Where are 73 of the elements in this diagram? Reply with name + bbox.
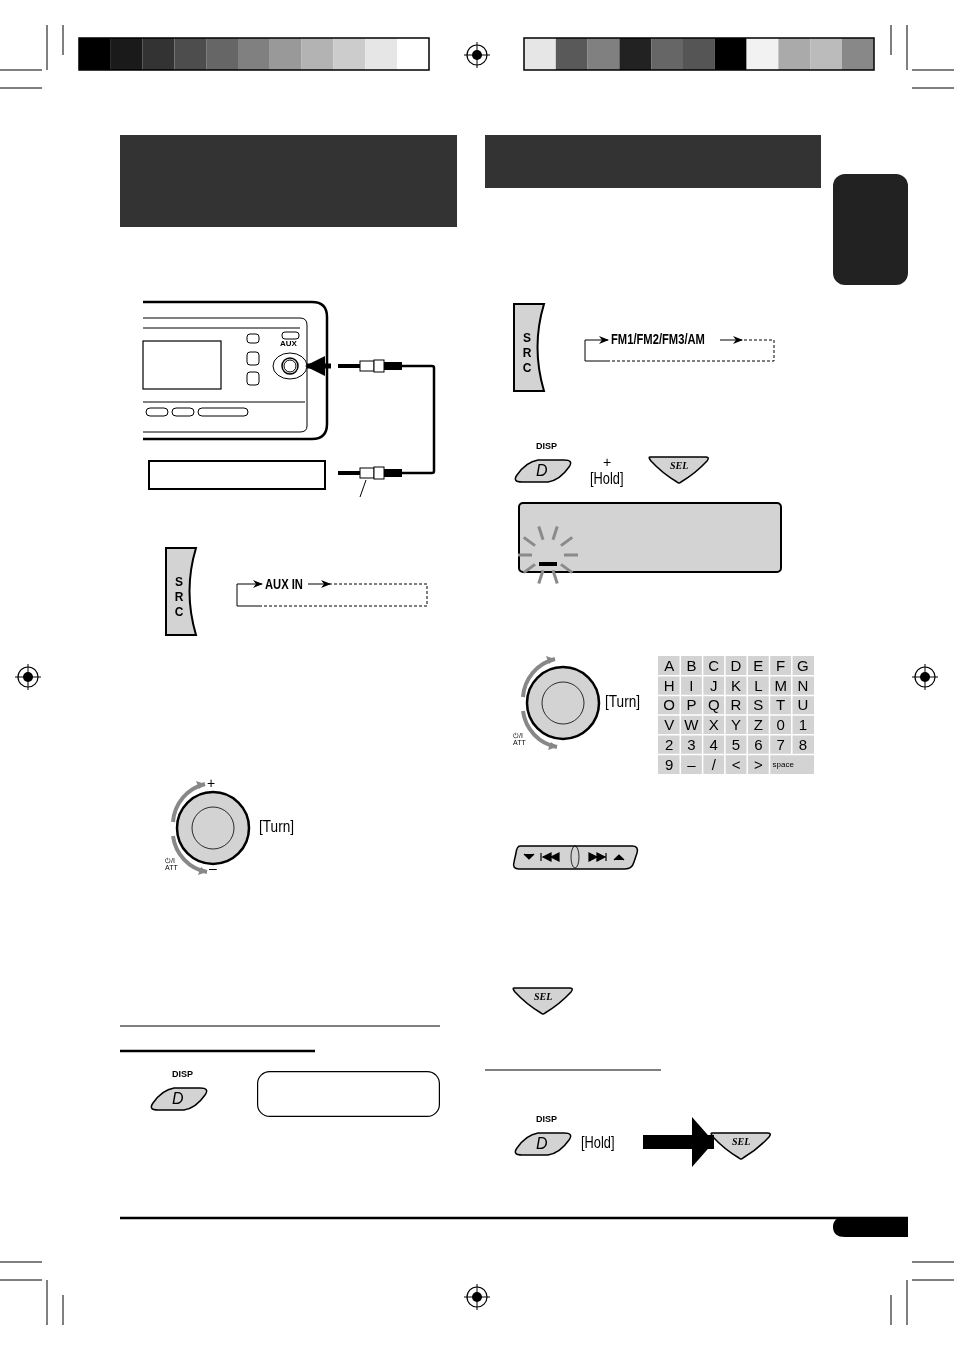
hold-label: [Hold] [581,1135,615,1151]
table-cell-text: P [685,696,698,715]
table-cell-text: / [710,755,717,774]
button-label: SEL [732,1137,751,1147]
table-cell-text: R [729,696,743,715]
table-cell-text: 5 [730,735,742,754]
table-cell-text: Q [706,696,721,715]
button-label: SEL [534,992,553,1002]
table-cell-text: M [773,676,788,695]
table-cell-text: < [730,755,742,774]
table-cell-text: S [752,696,765,715]
table-cell-text: F [775,657,787,675]
table-cell-text: W [683,716,700,735]
table-cell-text: J [709,676,719,695]
table-cell-text: H [662,676,676,695]
display-button [148,1070,208,1112]
table-cell-text: space [771,758,795,771]
empty-box [148,460,326,490]
table-cell-text: E [752,657,765,675]
plus-sign: + [207,776,216,790]
table-cell-text: 8 [797,735,809,754]
button-label: S R C [522,331,532,376]
table-cell-text: 1 [797,716,809,735]
button-label: S R C [174,575,184,620]
button-caption: DISP [536,442,557,451]
table-cell-text: T [775,696,787,715]
table-cell-text: Z [752,716,764,735]
table-cell-text: K [730,676,743,695]
table-cell-text: 0 [775,716,786,735]
turn-label: [Turn] [259,818,294,835]
table-cell-text: > [752,755,764,774]
table-cell-text: G [796,657,810,675]
table-cell-text: 3 [686,735,697,754]
table-cell-text: D [729,657,743,675]
display-button [512,442,572,484]
side-tab [833,174,908,285]
table-cell-text: O [662,696,676,715]
button-caption: DISP [172,1070,193,1079]
button-letter: D [172,1091,184,1107]
table-cell-text: B [685,657,698,675]
button-letter: D [536,463,548,479]
select-button [512,986,574,1016]
table-cell-text: L [753,676,764,695]
empty-box [257,1071,440,1117]
arrow [643,1117,714,1167]
table-cell-text: 6 [753,735,764,754]
table-cell-text: I [688,676,695,695]
hold-label: [Hold] [590,471,624,487]
source-button [165,547,199,636]
source-button [513,303,547,392]
table-cell-text: 9 [663,755,675,774]
table-cell-text: V [663,716,676,735]
select-button [710,1131,772,1161]
table-cell-text: Y [730,716,743,735]
button-letter: D [536,1136,548,1152]
table-cell-text: A [663,657,676,675]
table-cell-text: N [796,676,810,695]
table-cell-text: X [707,716,720,735]
table-cell-text: 2 [663,735,675,754]
table-cell-text: C [707,657,721,675]
turn-label: [Turn] [605,693,641,710]
plus-sign: + [603,455,612,469]
source-name: AUX IN [265,577,303,591]
minus-sign: – [209,861,217,875]
table-cell-text: 4 [708,735,719,754]
button-caption: DISP [536,1115,557,1124]
table-cell-text: 7 [775,735,786,754]
select-button [648,455,710,485]
jack-label: AUX [280,340,297,348]
table-cell-text: U [796,696,810,715]
table-cell-text: – [686,755,697,774]
button-label: SEL [670,461,689,471]
source-name: FM1/FM2/FM3/AM [611,332,705,346]
